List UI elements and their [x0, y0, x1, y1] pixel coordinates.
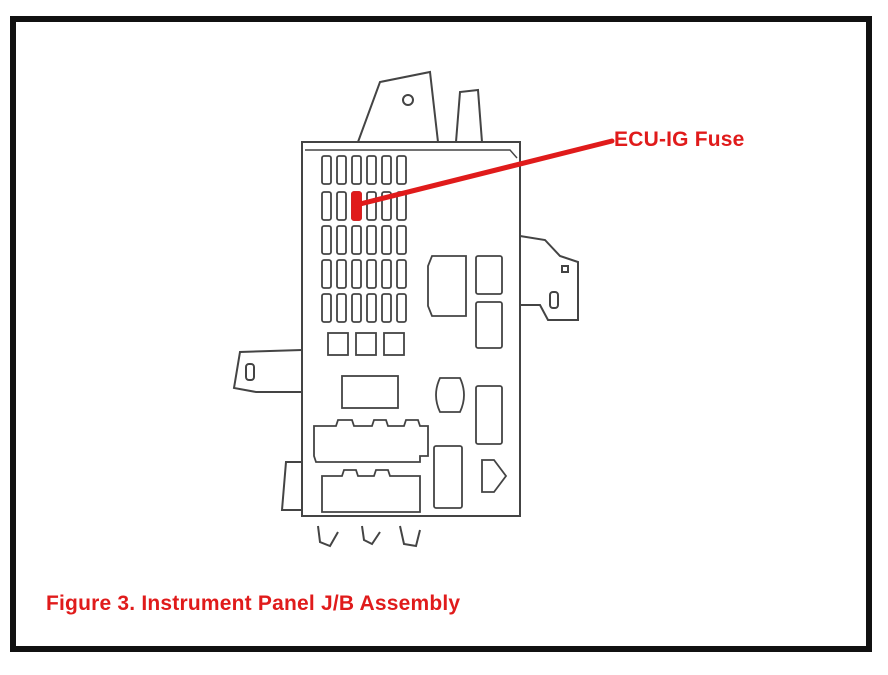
figure-frame — [10, 16, 872, 652]
right-bracket — [519, 235, 579, 321]
relay-large — [427, 255, 467, 317]
connector-bottom — [321, 469, 421, 513]
diode-block — [481, 459, 508, 493]
left-bracket-slot — [245, 363, 255, 381]
callout-label: ECU-IG Fuse — [614, 128, 745, 151]
relay-row-1 — [327, 332, 349, 356]
left-bracket — [232, 349, 303, 393]
bottom-foot-mid — [361, 525, 381, 546]
figure-caption: Figure 3. Instrument Panel J/B Assembly — [46, 592, 461, 615]
right-bracket-slot — [549, 291, 559, 309]
mount-hole — [402, 94, 414, 106]
relay-tall — [475, 385, 503, 445]
relay-small-top — [475, 255, 503, 295]
top-mount-tab-left — [357, 70, 439, 143]
bottom-foot-right — [399, 525, 421, 548]
relay-round — [435, 377, 465, 413]
junction-block-body — [301, 141, 521, 517]
relay-bottom — [433, 445, 463, 509]
bottom-foot-left — [317, 525, 339, 548]
relay-row-3 — [383, 332, 405, 356]
bottom-left-tab — [280, 461, 302, 511]
connector-rect — [341, 375, 399, 409]
top-mount-tab-right — [455, 88, 483, 143]
body-inner-edge — [305, 149, 518, 159]
fuse-row-4 — [321, 259, 407, 289]
fuse-grid — [321, 155, 407, 323]
relay-small-right — [475, 301, 503, 349]
fuse-row-1 — [321, 155, 407, 185]
relay-row-2 — [355, 332, 377, 356]
fuse-row-5 — [321, 293, 407, 323]
fuse-row-3 — [321, 225, 407, 255]
callout-line — [353, 138, 615, 208]
connector-wide — [313, 419, 429, 463]
right-bracket-hole — [561, 265, 569, 273]
